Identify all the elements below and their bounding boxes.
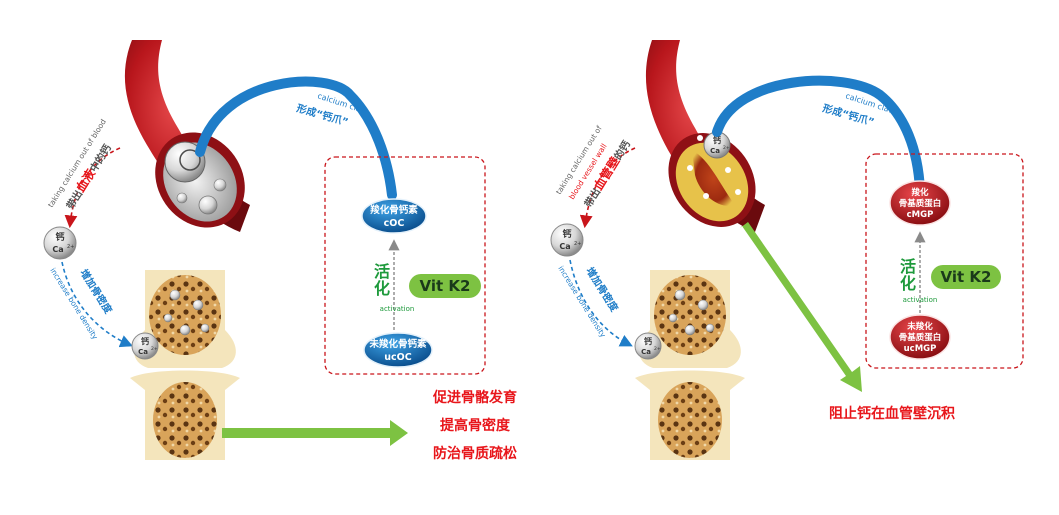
taking-out-arrow-right (579, 147, 636, 229)
svg-text:钙: 钙 (55, 231, 64, 243)
taking-out-arrow (64, 147, 121, 229)
svg-text:Ca: Ca (559, 242, 570, 251)
calcium-ion-free: 钙 Ca 2+ (43, 226, 77, 260)
calcium-claw-arc-right (712, 75, 925, 195)
svg-text:2+: 2+ (654, 346, 661, 352)
inactive-protein-ucoc: 未羧化骨钙素 ucOC (363, 332, 433, 368)
result-text: 阻止钙在血管壁沉积 (829, 405, 955, 422)
blood-vessel (124, 40, 250, 232)
increase-density-en-right: increase bone density (556, 264, 608, 339)
activate-zh-2: 化 (374, 279, 390, 298)
activate-zh-1: 活 (374, 262, 390, 281)
calcium-ion-claw: 钙 Ca 2+ (703, 131, 731, 159)
calcium-ion-bone: 钙 Ca 2+ (131, 332, 159, 360)
svg-text:2+: 2+ (574, 241, 581, 247)
svg-text:未羧化骨钙素: 未羧化骨钙素 (368, 338, 427, 350)
left-panel: calcium claw 形成“钙爪” taking calcium out o… (43, 40, 517, 462)
inactive-protein-ucmgp: 未羧化 骨基质蛋白 ucMGP (889, 314, 951, 360)
svg-text:钙: 钙 (562, 228, 571, 240)
svg-text:骨基质蛋白: 骨基质蛋白 (899, 332, 942, 343)
svg-text:ucOC: ucOC (384, 352, 411, 363)
svg-text:羧化: 羧化 (911, 187, 929, 198)
svg-text:未羧化: 未羧化 (906, 321, 933, 332)
svg-text:Ca: Ca (52, 245, 63, 254)
activation-box (324, 156, 486, 375)
calcium-claw-arc (195, 76, 397, 200)
activation-en-right: activation (903, 296, 938, 304)
svg-text:cMGP: cMGP (907, 210, 934, 220)
svg-text:2+: 2+ (67, 244, 74, 250)
svg-text:羧化骨钙素: 羧化骨钙素 (370, 204, 418, 216)
svg-text:ucMGP: ucMGP (904, 344, 937, 354)
svg-text:钙: 钙 (713, 135, 721, 145)
svg-text:Ca: Ca (641, 348, 651, 356)
svg-text:cOC: cOC (384, 218, 405, 229)
svg-text:Vit K2: Vit K2 (420, 277, 471, 295)
svg-text:骨基质蛋白: 骨基质蛋白 (899, 198, 942, 209)
benefit-1: 促进骨骼发育 (432, 389, 517, 406)
activation-en: activation (380, 305, 415, 313)
active-protein-cmgp: 羧化 骨基质蛋白 cMGP (889, 180, 951, 226)
activate-zh-1-right: 活 (900, 257, 916, 276)
svg-text:Ca: Ca (138, 348, 148, 356)
svg-text:Ca: Ca (710, 147, 720, 155)
svg-text:Vit K2: Vit K2 (941, 268, 992, 286)
bone-joint-right (635, 270, 745, 460)
benefit-arrow (222, 420, 408, 446)
calcium-ion-free-right: 钙 Ca 2+ (550, 223, 584, 257)
svg-text:2+: 2+ (723, 145, 730, 151)
vitk2-badge-right: Vit K2 (931, 265, 1001, 289)
increase-density-arrow-right (569, 259, 633, 347)
activate-zh-2-right: 化 (900, 274, 916, 293)
svg-text:2+: 2+ (151, 346, 158, 352)
calcium-ion-bone-right: 钙 Ca 2+ (634, 332, 662, 360)
benefit-3: 防治骨质疏松 (433, 445, 517, 462)
activation-box-right (865, 153, 1024, 369)
result-arrow (740, 222, 862, 392)
blood-vessel-calcified (645, 40, 765, 232)
active-protein-coc: 羧化骨钙素 cOC (361, 198, 427, 234)
right-panel: 钙 Ca 2+ calcium claw 形成“钙爪” taking calci… (550, 40, 1024, 460)
bone-joint (130, 270, 240, 460)
increase-density-arrow (61, 261, 133, 348)
vitk2-badge: Vit K2 (409, 274, 481, 298)
benefit-2: 提高骨密度 (440, 417, 511, 434)
svg-text:钙: 钙 (141, 336, 149, 346)
svg-text:钙: 钙 (644, 336, 652, 346)
